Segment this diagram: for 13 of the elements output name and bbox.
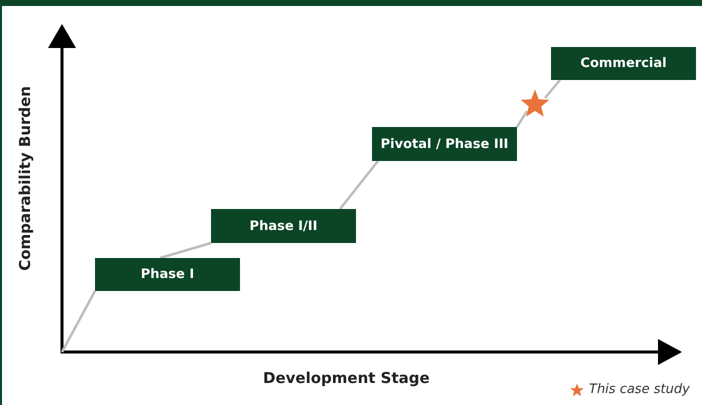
x-axis-title: Development Stage <box>263 369 430 387</box>
connector-line <box>516 110 528 128</box>
connector-line <box>60 290 96 353</box>
stage-box: Phase I/II <box>211 209 356 243</box>
connector-line <box>544 79 561 99</box>
connector-line <box>339 160 379 210</box>
stage-box: Commercial <box>551 47 696 80</box>
stage-box: Pivotal / Phase III <box>372 127 517 161</box>
y-axis-title: Comparability Burden <box>16 86 34 271</box>
stage-box: Phase I <box>95 258 240 291</box>
connector-line <box>160 242 212 260</box>
legend-text: This case study <box>589 382 690 397</box>
star-marker <box>520 89 550 119</box>
